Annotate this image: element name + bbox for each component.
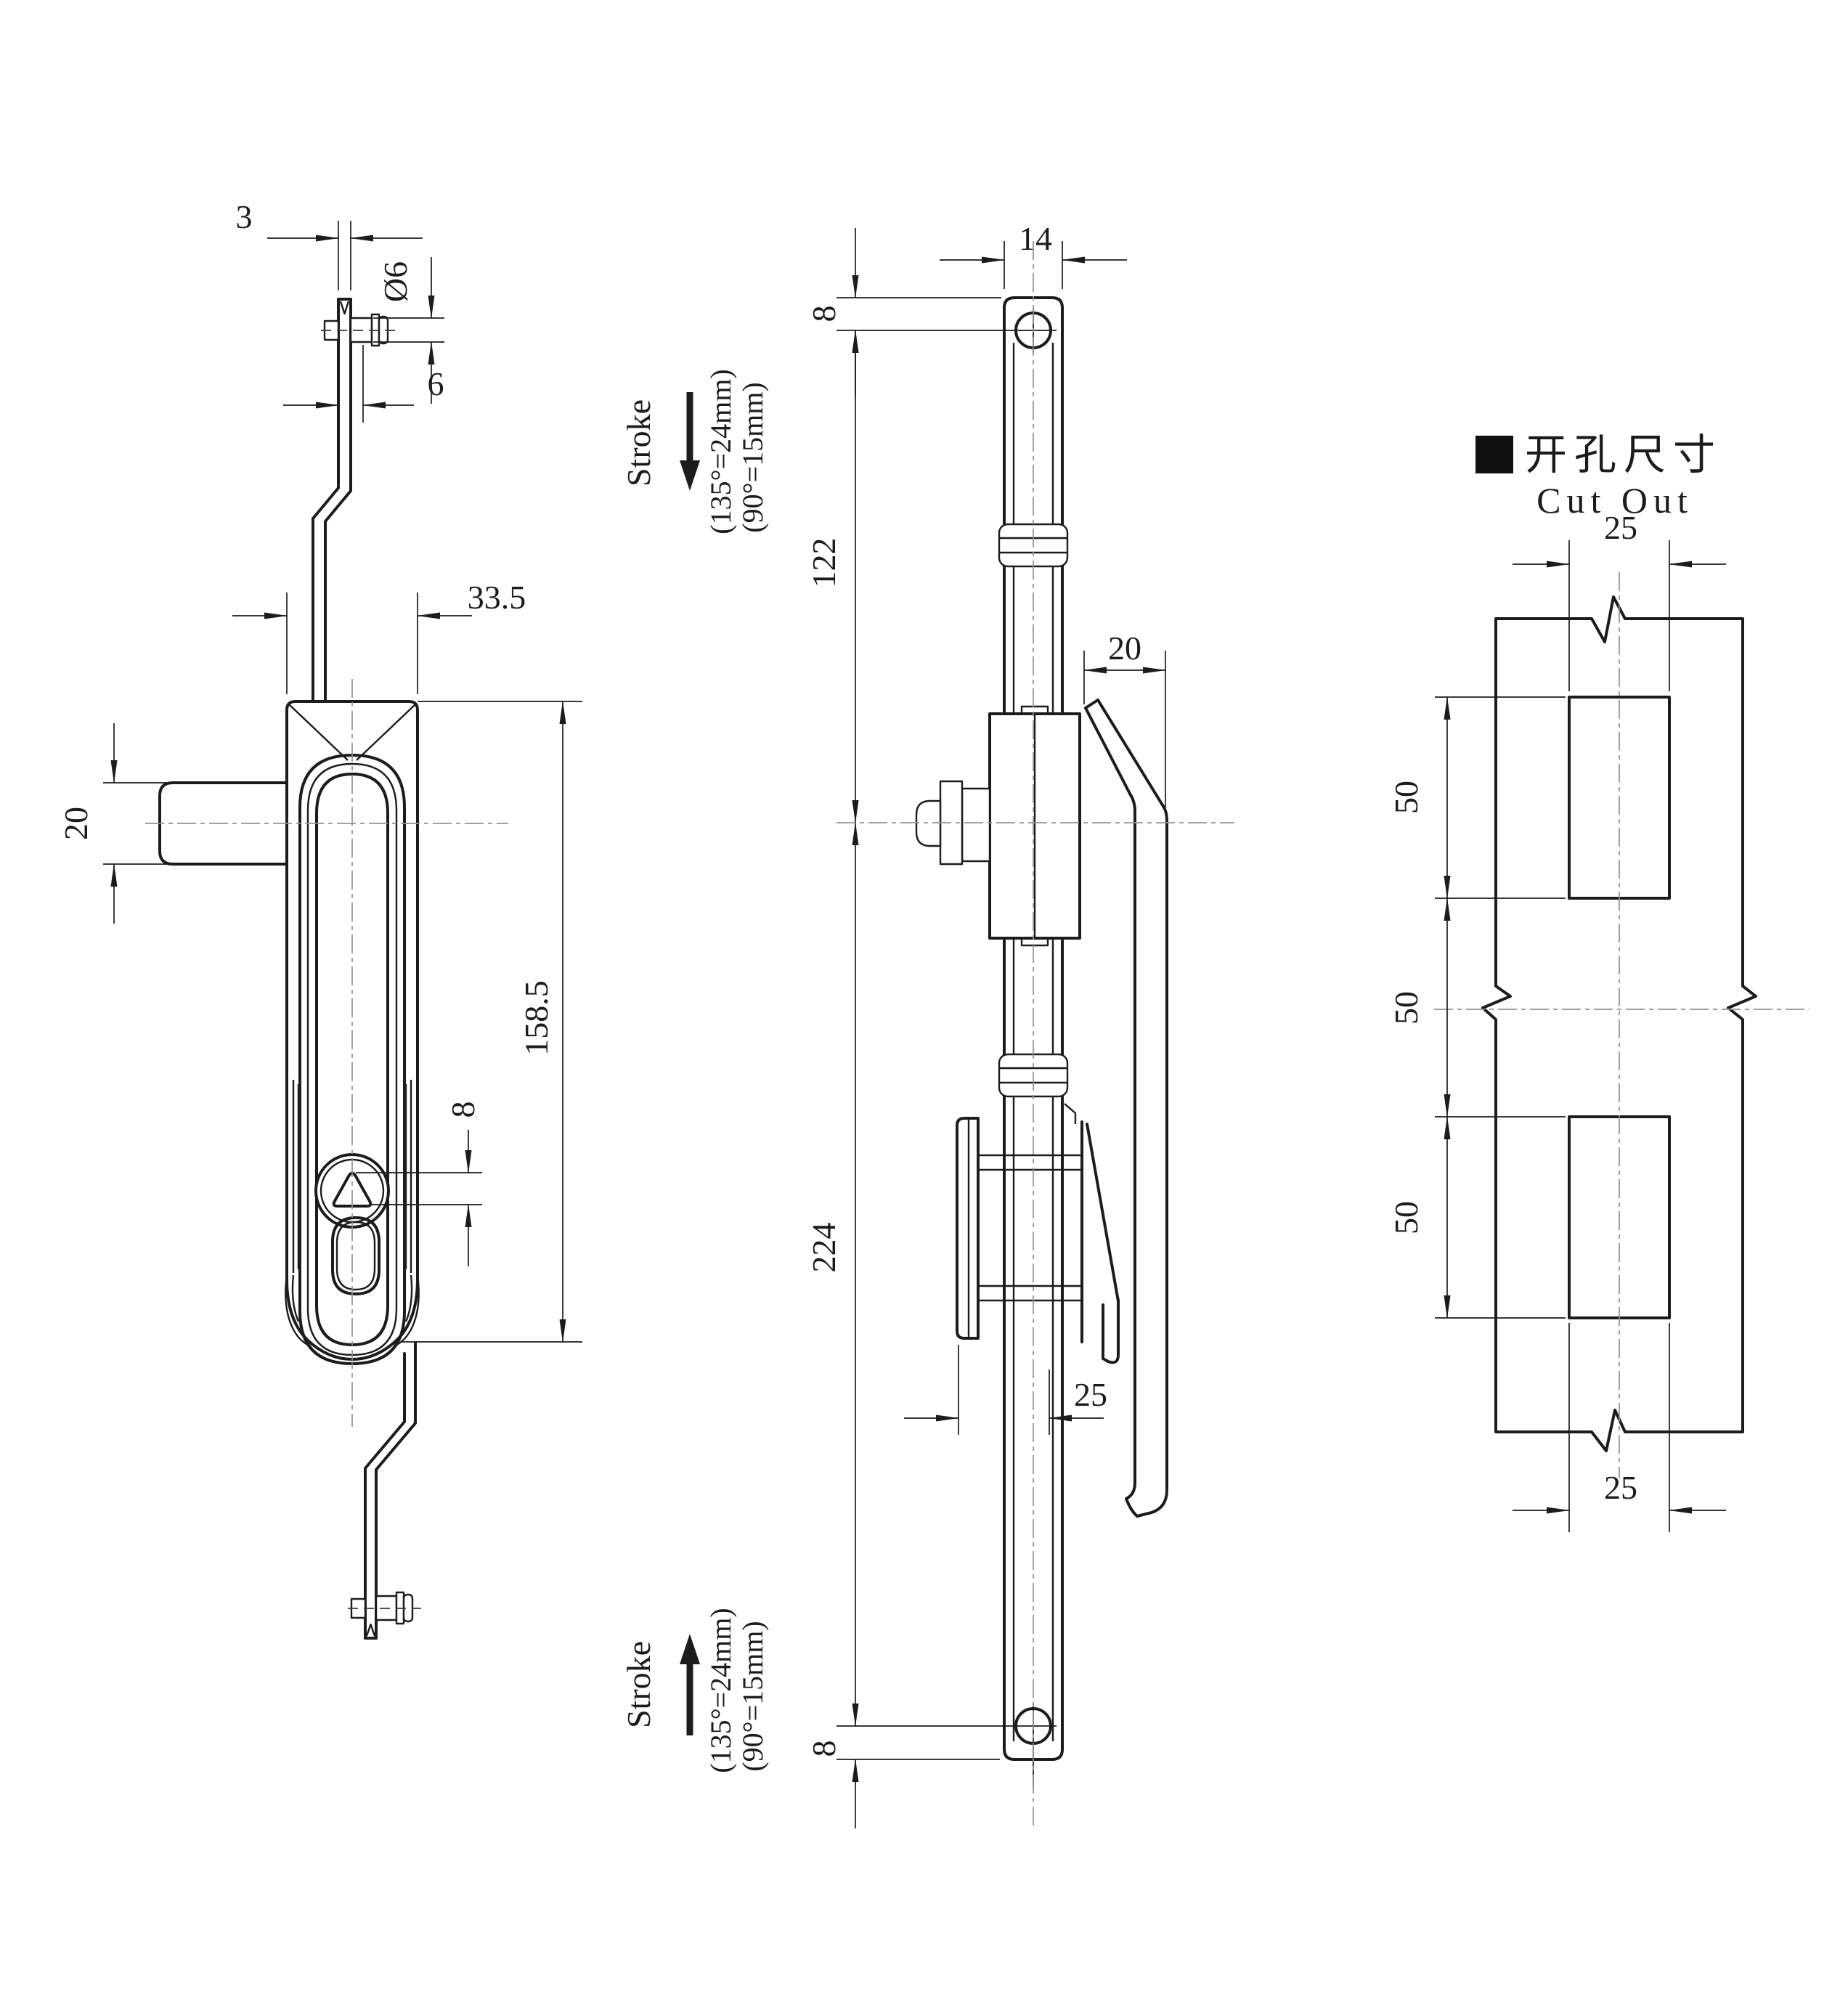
latch-bracket — [956, 1103, 1120, 1364]
dim-label-body-height: 158.5 — [518, 980, 555, 1056]
dim-label-protrusion-height: 20 — [57, 807, 94, 840]
lower-rod — [364, 1342, 417, 1640]
stroke-note-top: Stroke (135°=24mm) (90°=15mm) — [620, 369, 769, 534]
dim-hole-width-top: 25 — [1513, 509, 1726, 691]
dim-label-handle-depth: 20 — [1108, 630, 1141, 667]
dim-top-hole-offset: 8 — [805, 228, 859, 396]
latch-hook — [1102, 1298, 1120, 1364]
dim-label-hole-width-top: 25 — [1604, 509, 1637, 546]
cutout-title-zh: 开孔尺寸 — [1525, 431, 1722, 479]
dim-label-bar-width: 14 — [1019, 220, 1052, 257]
body-chamfer-line — [289, 704, 349, 761]
dim-label-pin-diameter: Ø6 — [377, 261, 414, 302]
stroke-detail-2: (90°=15mm) — [736, 382, 769, 532]
dim-protrusion-height: 20 — [57, 723, 168, 924]
dim-label-upper-rod-length: 122 — [805, 538, 842, 588]
dim-label-body-width: 33.5 — [468, 579, 526, 616]
up-arrow-icon — [680, 1634, 700, 1664]
dim-label-bottom-hole-offset: 8 — [805, 1741, 842, 1757]
stroke-detail-2: (90°=15mm) — [736, 1621, 769, 1771]
dim-body-width: 33.5 — [232, 579, 526, 694]
dim-label-hole-gap: 50 — [1388, 991, 1425, 1025]
cutout-view: 开孔尺寸 Cut Out 25 25 — [1388, 431, 1810, 1532]
dim-bottom-hole-offset: 8 — [805, 1741, 859, 1828]
stroke-label: Stroke — [620, 399, 657, 487]
top-pin — [321, 313, 396, 347]
dim-label-hole-height-top: 50 — [1388, 781, 1425, 814]
side-view: 14 8 122 224 8 20 — [805, 220, 1234, 1828]
down-arrow-icon — [680, 460, 700, 491]
body-chamfer-line — [356, 704, 415, 761]
dim-label-pin-offset: 6 — [428, 365, 444, 402]
dim-upper-rod-length: 122 — [805, 330, 859, 823]
dim-label-hole-height-bottom: 50 — [1388, 1201, 1425, 1234]
stroke-detail-1: (135°=24mm) — [704, 369, 737, 534]
bottom-pin — [348, 1591, 421, 1625]
dim-body-height: 158.5 — [401, 701, 582, 1343]
dim-label-hole-width-bottom: 25 — [1604, 1469, 1637, 1506]
dim-label-latch-width: 25 — [1074, 1376, 1107, 1413]
handle — [298, 754, 406, 1365]
handle-profile — [1084, 699, 1168, 1518]
upper-rod — [312, 298, 352, 703]
stroke-label: Stroke — [620, 1641, 657, 1728]
dim-hole-heights: 50 50 50 — [1388, 696, 1566, 1319]
dim-label-top-hole-offset: 8 — [805, 306, 842, 322]
left-protrusion — [145, 781, 508, 866]
dim-handle-depth: 20 — [1083, 630, 1166, 807]
cutout-title: 开孔尺寸 Cut Out — [1475, 431, 1722, 521]
lock-base-block — [988, 705, 1081, 947]
filled-square-icon — [1475, 436, 1513, 473]
cutout-title-en: Cut Out — [1536, 480, 1693, 521]
dim-pin-offset: 6 — [283, 345, 444, 423]
stroke-note-bottom: Stroke (135°=24mm) (90°=15mm) — [620, 1608, 769, 1772]
dim-label-rod-width: 3 — [236, 198, 253, 235]
rod-tip-notch — [365, 1623, 376, 1637]
left-wing — [285, 1274, 312, 1348]
dim-bar-width: 14 — [940, 220, 1127, 289]
rod-tip-notch — [339, 301, 350, 315]
dim-lower-rod-length: 224 — [805, 822, 859, 1727]
dim-label-lower-rod-length: 224 — [805, 1223, 842, 1273]
right-wing — [393, 1274, 420, 1348]
connecting-bar — [1003, 296, 1064, 1761]
dim-latch-width: 25 — [904, 1345, 1107, 1435]
panel-outline — [1481, 595, 1757, 1452]
dim-hole-width-bottom: 25 — [1513, 1323, 1726, 1532]
dim-pin-diameter: Ø6 — [373, 257, 444, 404]
front-view: 3 Ø6 6 — [57, 198, 582, 1640]
dim-button-offset: 8 — [356, 1102, 482, 1266]
keyhole — [331, 1216, 380, 1295]
stroke-detail-1: (135°=24mm) — [704, 1608, 737, 1772]
dim-rod-width: 3 — [236, 198, 423, 290]
dim-label-button-offset: 8 — [444, 1102, 481, 1118]
